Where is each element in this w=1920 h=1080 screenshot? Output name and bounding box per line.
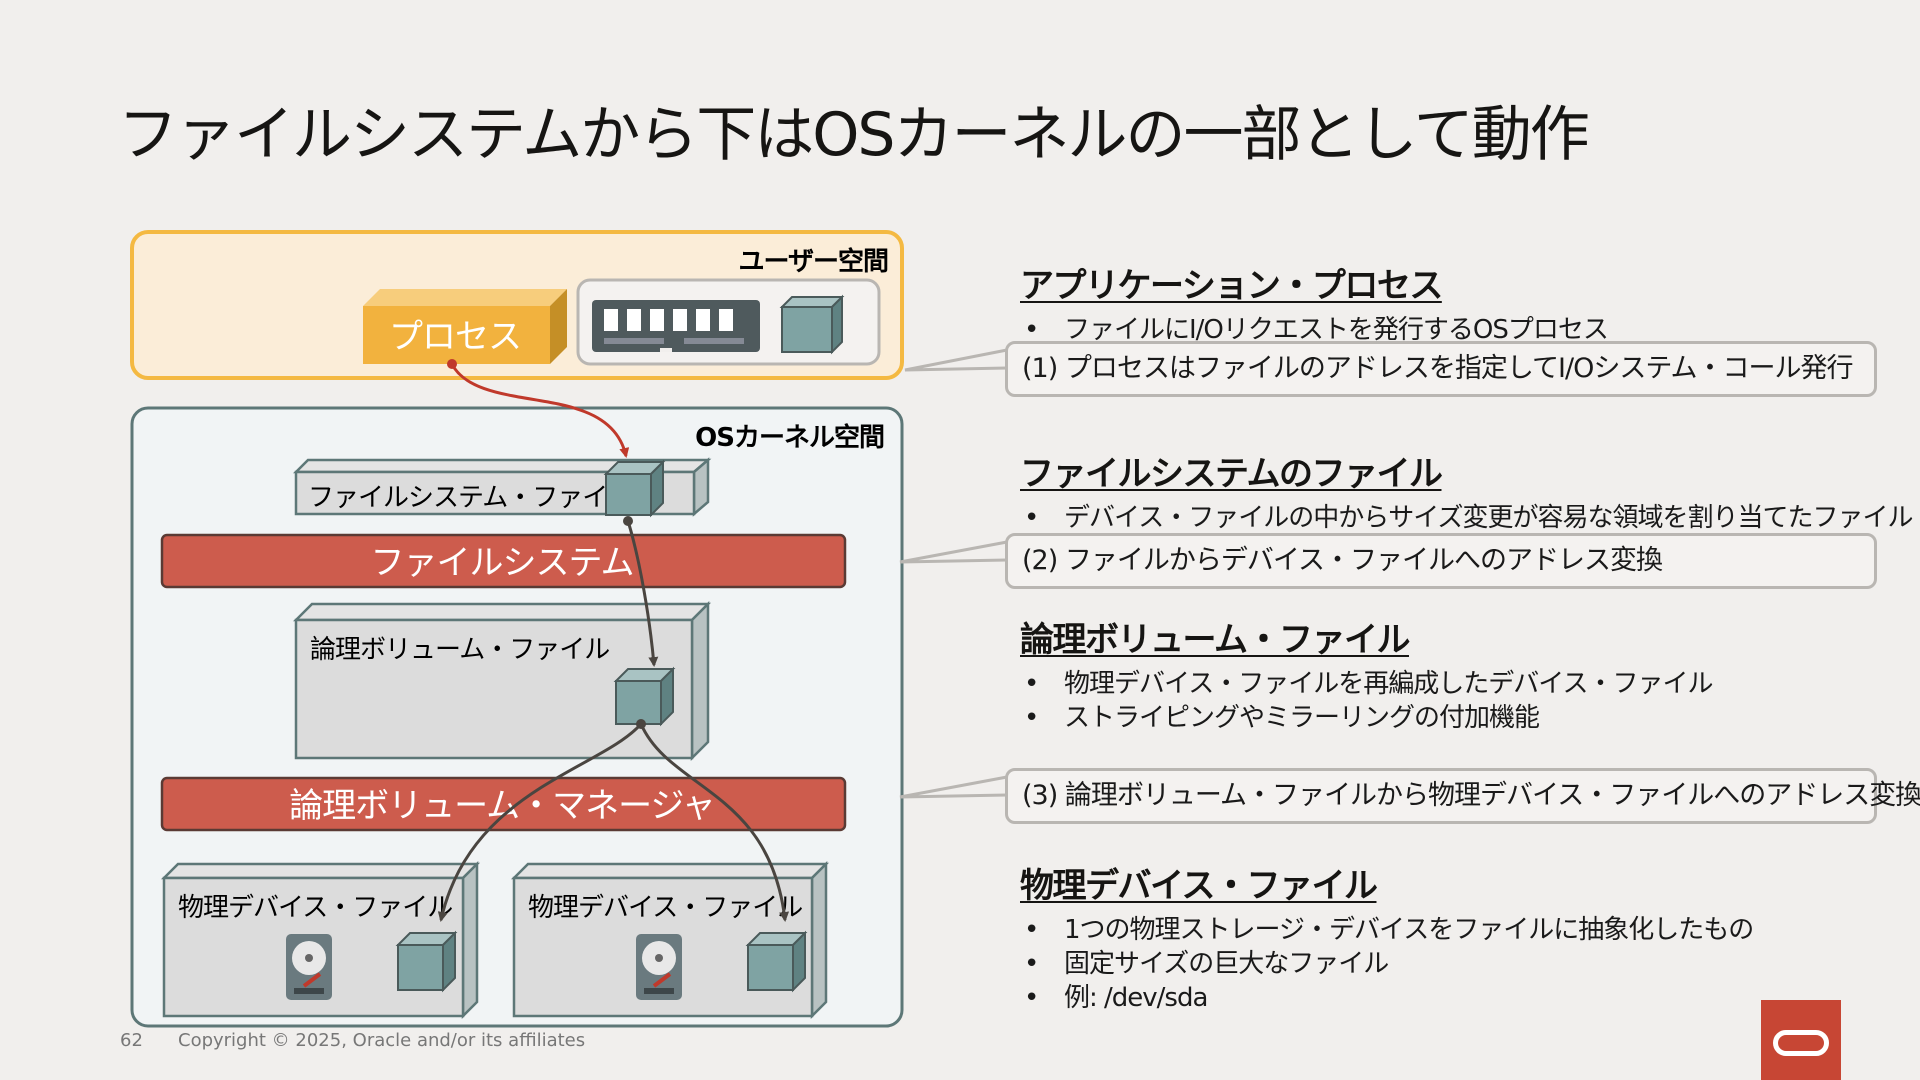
pd-file-label-1: 物理デバイス・ファイル xyxy=(178,893,452,923)
page-title: ファイルシステムから下はOSカーネルの一部として動作 xyxy=(118,100,1590,170)
lvm-label: 論理ボリューム・マネージャ xyxy=(289,786,715,826)
page-number: 62 xyxy=(120,1030,143,1051)
bullet-item: 1つの物理ストレージ・デバイスをファイルに抽象化したもの xyxy=(1020,913,1754,947)
section-application-process: アプリケーション・プロセス ファイルにI/Oリクエストを発行するOSプロセス xyxy=(1020,258,1609,347)
pd-file-label-2: 物理デバイス・ファイル xyxy=(528,893,802,923)
oracle-ring-icon xyxy=(1773,1030,1829,1056)
bullet-item: ファイルにI/Oリクエストを発行するOSプロセス xyxy=(1020,313,1609,347)
callout-pointers xyxy=(899,348,1008,799)
section-filesystem-file: ファイルシステムのファイル デバイス・ファイルの中からサイズ変更が容易な領域を割… xyxy=(1020,446,1913,535)
cube-icon xyxy=(395,930,458,993)
callout-3: (3) 論理ボリューム・ファイルから物理デバイス・ファイルへのアドレス変換 xyxy=(1005,768,1920,824)
filesystem-file-block: ファイルシステム・ファイル xyxy=(292,457,712,518)
lv-to-pd2-arrow xyxy=(639,723,790,922)
logical-volume-manager-bar: 論理ボリューム・マネージャ xyxy=(160,776,847,832)
cube-icon xyxy=(603,459,666,518)
process-block: プロセス xyxy=(363,289,567,364)
callout-pointer-3 xyxy=(899,775,1008,799)
callout-pointer-1 xyxy=(904,348,1008,372)
callout-1: (1) プロセスはファイルのアドレスを指定してI/Oシステム・コール発行 xyxy=(1005,341,1877,397)
bullet-item: ストライピングやミラーリングの付加機能 xyxy=(1020,701,1712,735)
section-physical-device-file: 物理デバイス・ファイル 1つの物理ストレージ・デバイスをファイルに抽象化したもの… xyxy=(1020,858,1754,1015)
bullet-item: 固定サイズの巨大なファイル xyxy=(1020,947,1753,981)
oracle-logo-icon xyxy=(1761,1000,1841,1080)
hard-disk-icon xyxy=(636,934,682,1000)
bullet-item: 例: /dev/sda xyxy=(1020,981,1753,1015)
bullet-list: 1つの物理ストレージ・デバイスをファイルに抽象化したもの 固定サイズの巨大なファ… xyxy=(1020,913,1754,1015)
copyright-text: Copyright © 2025, Oracle and/or its affi… xyxy=(178,1030,586,1051)
bullet-list: ファイルにI/Oリクエストを発行するOSプロセス xyxy=(1020,313,1609,347)
bullet-list: 物理デバイス・ファイルを再編成したデバイス・ファイル ストライピングやミラーリン… xyxy=(1020,667,1713,735)
section-logical-volume-file: 論理ボリューム・ファイル 物理デバイス・ファイルを再編成したデバイス・ファイル … xyxy=(1020,612,1713,735)
os-space-label: OSカーネル空間 xyxy=(695,422,884,453)
filesystem-bar: ファイルシステム xyxy=(160,533,847,589)
bullet-item: 物理デバイス・ファイルを再編成したデバイス・ファイル xyxy=(1020,667,1713,701)
io-flow-arrows xyxy=(437,359,790,922)
fs-file-label: ファイルシステム・ファイル xyxy=(308,483,632,513)
fs-to-lv-arrow xyxy=(626,520,659,667)
bullet-list: デバイス・ファイルの中からサイズ変更が容易な領域を割り当てたファイル xyxy=(1020,501,1913,535)
section-heading: 物理デバイス・ファイル xyxy=(1020,866,1378,906)
callout-pointer-2 xyxy=(899,540,1008,564)
memory-module-icon xyxy=(592,300,760,352)
callout-2: (2) ファイルからデバイス・ファイルへのアドレス変換 xyxy=(1005,533,1877,589)
syscall-arrow xyxy=(450,363,630,458)
memory-area xyxy=(576,278,881,366)
process-label: プロセス xyxy=(389,317,521,357)
cube-icon xyxy=(779,294,845,355)
section-heading: 論理ボリューム・ファイル xyxy=(1020,620,1410,660)
cube-icon xyxy=(613,666,676,727)
physical-device-file-block-2: 物理デバイス・ファイル xyxy=(510,860,830,1020)
bullet-item: デバイス・ファイルの中からサイズ変更が容易な領域を割り当てたファイル xyxy=(1020,501,1913,535)
lv-file-label: 論理ボリューム・ファイル xyxy=(310,635,609,665)
hard-disk-icon xyxy=(286,934,332,1000)
user-space-label: ユーザー空間 xyxy=(739,246,888,277)
lv-to-pd1-arrow xyxy=(437,723,643,922)
cube-icon xyxy=(745,930,808,993)
physical-device-file-block-1: 物理デバイス・ファイル xyxy=(160,860,481,1020)
section-heading: アプリケーション・プロセス xyxy=(1020,266,1443,306)
section-heading: ファイルシステムのファイル xyxy=(1020,454,1443,494)
filesystem-label: ファイルシステム xyxy=(371,543,634,583)
logical-volume-file-block: 論理ボリューム・ファイル xyxy=(292,600,712,762)
